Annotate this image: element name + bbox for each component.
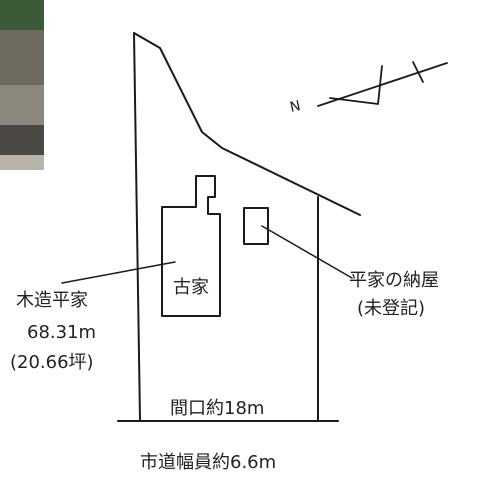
old-house-footprint <box>161 175 221 317</box>
old-house-label: 古家 <box>173 277 209 298</box>
barn-label-line1: 平家の納屋 <box>349 270 439 291</box>
lot-boundary <box>133 32 361 216</box>
floor-area-label: 68.31m <box>27 322 97 343</box>
barn-footprint <box>243 207 269 245</box>
lot-left-side <box>133 32 141 421</box>
road-width-label: 市道幅員約6.6m <box>140 452 277 473</box>
barn-leader-line <box>261 225 353 279</box>
frontage-label: 間口約18m <box>170 398 265 419</box>
site-photo-thumbnail <box>0 0 44 170</box>
wooden-leader-line <box>61 261 176 284</box>
tsubo-area-label: (20.66坪) <box>10 352 94 373</box>
wooden-house-label-line1: 木造平家 <box>16 290 88 311</box>
north-arrow-tick <box>412 61 424 83</box>
barn-label-line2: (未登記) <box>357 298 426 319</box>
north-arrow-head <box>329 65 383 105</box>
